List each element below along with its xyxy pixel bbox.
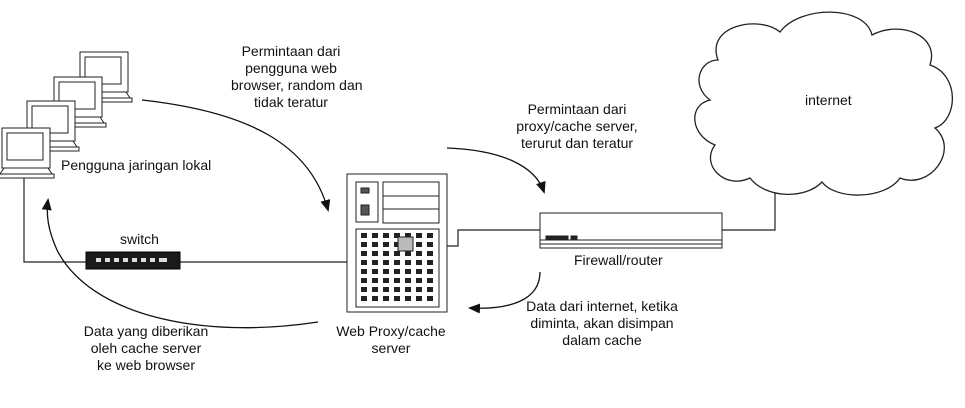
server-vent <box>383 251 389 256</box>
server-vent <box>427 287 433 292</box>
server-vent <box>416 269 422 274</box>
server-vent <box>394 296 400 301</box>
local-users-label: Pengguna jaringan lokal <box>61 157 212 173</box>
connection-lines <box>23 178 776 263</box>
server-vent <box>361 269 367 274</box>
server-vent <box>361 296 367 301</box>
server-vent <box>405 260 411 265</box>
switch-icon <box>85 251 181 270</box>
arrow-cache-data <box>41 198 319 329</box>
server-vent <box>372 260 378 265</box>
server-vent <box>383 233 389 238</box>
arrow-internet-data <box>468 271 541 314</box>
server-vent <box>405 269 411 274</box>
server-vent <box>383 242 389 247</box>
server-vent <box>427 233 433 238</box>
server-vent <box>427 260 433 265</box>
server-vent <box>361 287 367 292</box>
server-vent <box>394 242 400 247</box>
flow-arrows <box>41 99 546 329</box>
switch-label: switch <box>120 231 159 247</box>
internet-label: internet <box>805 92 852 108</box>
server-vent <box>427 278 433 283</box>
server-vent <box>416 287 422 292</box>
server-vent <box>383 269 389 274</box>
arrow-user-request <box>141 99 331 212</box>
computer-icon <box>75 51 133 103</box>
server-vent <box>383 260 389 265</box>
server-vent <box>394 287 400 292</box>
arrow-proxy-request <box>446 147 546 194</box>
server-vent <box>394 260 400 265</box>
link-firewall-internet <box>722 192 776 231</box>
server-vent <box>405 287 411 292</box>
server-vent <box>405 278 411 283</box>
server-vent <box>394 233 400 238</box>
server-vent <box>372 233 378 238</box>
link-users-switch <box>23 178 86 263</box>
internet-data-label: Data dari internet, ketika diminta, akan… <box>526 298 678 348</box>
server-vent <box>372 287 378 292</box>
server-vent <box>416 251 422 256</box>
server-vent <box>427 269 433 274</box>
firewall-router-label: Firewall/router <box>574 252 663 268</box>
server-vent <box>372 278 378 283</box>
server-vent <box>372 269 378 274</box>
server-vents <box>361 233 433 301</box>
proxy-server-label: Web Proxy/cache server <box>336 323 446 356</box>
server-vent <box>361 242 367 247</box>
computer-icon <box>0 127 55 179</box>
server-vent <box>416 260 422 265</box>
server-vent <box>361 233 367 238</box>
server-vent <box>383 296 389 301</box>
server-vent <box>361 260 367 265</box>
server-vent <box>372 296 378 301</box>
server-vent <box>416 296 422 301</box>
server-vent <box>416 242 422 247</box>
server-vent <box>361 251 367 256</box>
server-vent <box>394 278 400 283</box>
server-icon <box>346 173 448 313</box>
link-proxy-firewall <box>447 229 540 247</box>
server-vent <box>427 242 433 247</box>
server-vent <box>372 242 378 247</box>
cache-data-label: Data yang diberikan oleh cache server ke… <box>83 323 209 373</box>
server-vent <box>383 287 389 292</box>
server-vent <box>416 233 422 238</box>
server-vent <box>427 251 433 256</box>
internet-cloud-icon <box>694 11 953 196</box>
firewall-router-icon <box>539 212 723 249</box>
server-vent <box>394 251 400 256</box>
server-vent <box>372 251 378 256</box>
server-vent <box>416 278 422 283</box>
user-request-label: Permintaan dari pengguna web browser, ra… <box>231 43 363 110</box>
server-vent <box>394 269 400 274</box>
server-vent <box>405 251 411 256</box>
server-vent <box>361 278 367 283</box>
proxy-request-label: Permintaan dari proxy/cache server, teru… <box>516 101 638 151</box>
server-vent <box>405 233 411 238</box>
server-vent <box>383 278 389 283</box>
server-vent <box>427 296 433 301</box>
server-vent <box>405 296 411 301</box>
computer-icon-group <box>0 51 133 179</box>
